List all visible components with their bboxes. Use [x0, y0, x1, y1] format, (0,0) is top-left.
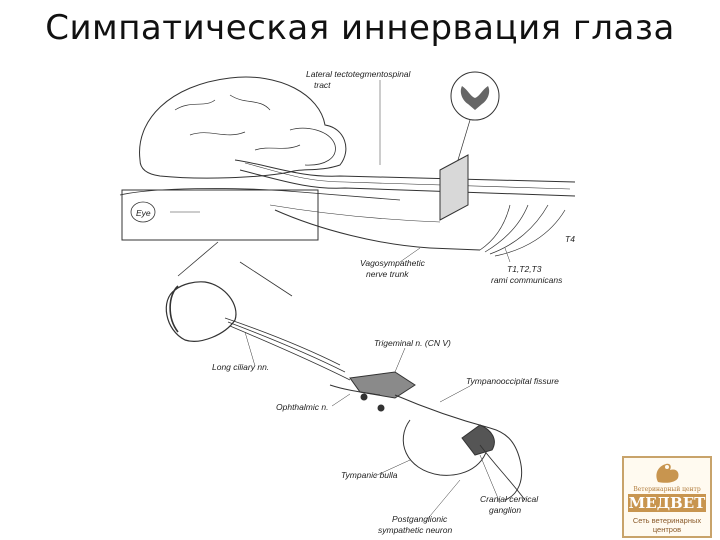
label-t4: T4 [565, 234, 575, 244]
cranial-cervical-ganglion [461, 424, 495, 456]
label-nerve-trunk: nerve trunk [366, 269, 409, 279]
label-cranial-cervical: Cranial cervical [480, 494, 539, 504]
label-tract: tract [314, 80, 331, 90]
label-tympanic-bulla: Tympanic bulla [341, 470, 398, 480]
logo-small-text: Ветеринарный центр [633, 486, 701, 493]
label-lateral-tract: Lateral tectotegmentospinal [306, 69, 412, 79]
skull-lower [119, 188, 401, 201]
cross-section-plane [439, 154, 469, 221]
cornea [169, 285, 179, 333]
spinal-cord [234, 159, 576, 197]
eye-small [130, 201, 156, 223]
label-ophthalmic: Ophthalmic n. [276, 402, 328, 412]
label-eye: Eye [136, 208, 151, 218]
spinal-cross-section [450, 71, 500, 121]
label-ganglion: ganglion [489, 505, 521, 515]
brain-gyri [174, 94, 301, 151]
label-rami: rami communicans [491, 275, 563, 285]
label-vagosympathetic: Vagosympathetic [360, 258, 426, 268]
brain-outline [139, 76, 347, 179]
label-sympathetic-neuron: sympathetic neuron [378, 525, 452, 535]
label-tympanooccipital: Tympanooccipital fissure [466, 376, 559, 386]
tract-line [244, 162, 571, 190]
small-ganglion-2 [377, 404, 385, 412]
cerebellum [289, 127, 336, 166]
postganglionic-fiber [394, 394, 523, 501]
trigeminal-nerve [349, 371, 416, 399]
slide-title: Симпатическая иннервация глаза [45, 8, 675, 48]
inset-box [121, 189, 319, 241]
logo-name: МЕДВЕТ [628, 494, 706, 512]
vagosympathetic-trunk [274, 209, 481, 251]
projection-line-left [177, 241, 219, 277]
logo-tagline: Сеть ветеринарных центров [624, 516, 710, 534]
logo-tagline-1: Сеть ветеринарных [632, 516, 702, 525]
rami-lines [479, 204, 566, 257]
medvet-logo: Ветеринарный центр МЕДВЕТ Сеть ветеринар… [622, 456, 712, 538]
projection-line-right [239, 261, 293, 297]
logo-tagline-2: центров [652, 525, 682, 534]
label-t1t2t3: T1,T2,T3 [507, 264, 542, 274]
trunk-upper [269, 204, 441, 223]
eyeball [165, 281, 237, 342]
gray-matter [460, 86, 490, 110]
small-ganglion-1 [360, 393, 368, 401]
label-trigeminal: Trigeminal n. (CN V) [374, 338, 451, 348]
cat-dog-logo-icon [656, 463, 679, 483]
long-ciliary-nerves [224, 317, 351, 381]
ophthalmic-nerve [329, 384, 381, 396]
label-long-ciliary: Long ciliary nn. [212, 362, 269, 372]
label-postganglionic: Postganglionic [392, 514, 448, 524]
cervical-trunk [479, 444, 526, 501]
tympanic-bulla [402, 419, 489, 476]
